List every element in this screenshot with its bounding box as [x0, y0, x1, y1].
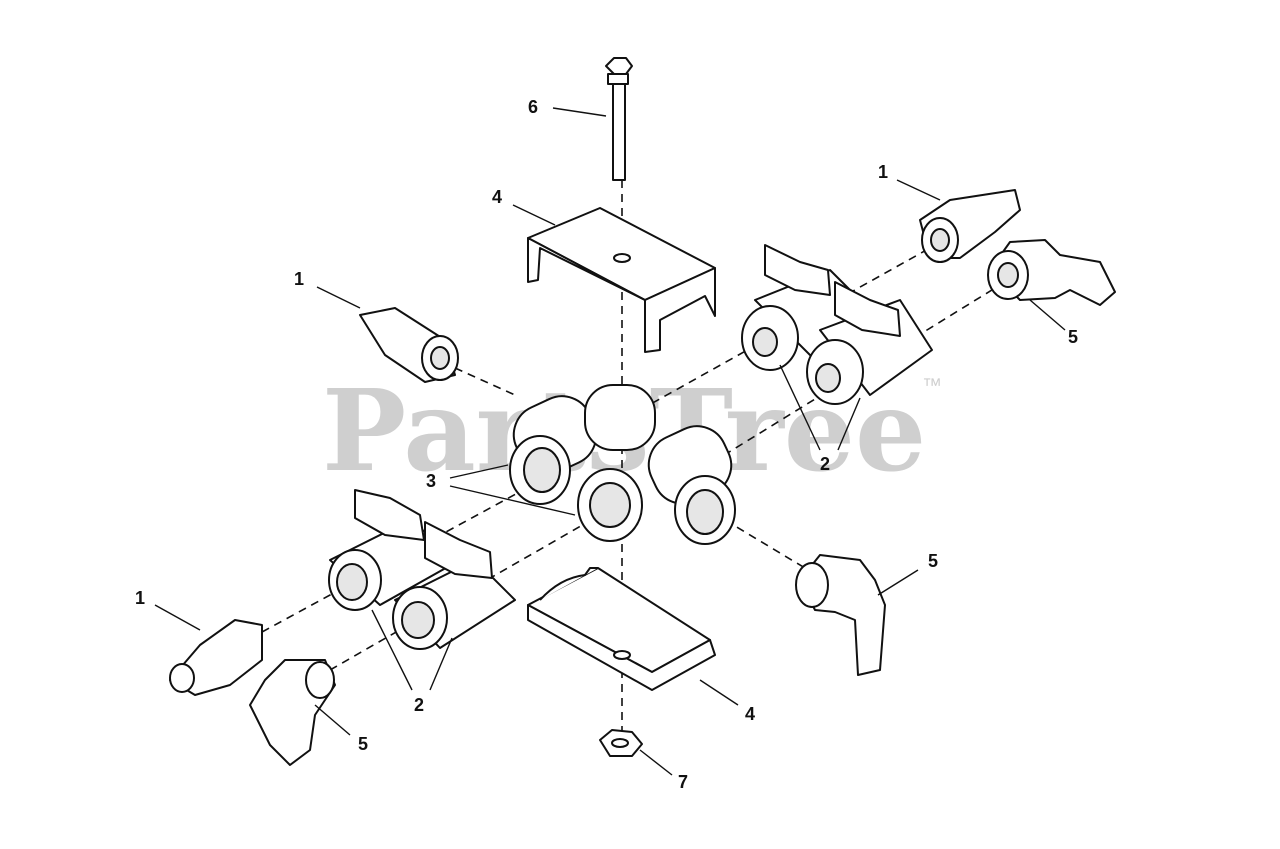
callout-6-bolt: 6 [528, 97, 538, 117]
hose-barb-upper-left [359, 307, 459, 383]
elbow-barb-lower-left [249, 659, 336, 766]
hex-bolt [605, 57, 633, 181]
callout-2-right: 2 [820, 454, 830, 474]
elbow-barb-right-lower [795, 554, 886, 676]
callout-5-right-lower: 5 [928, 551, 938, 571]
callout-1-lower-left: 1 [135, 588, 145, 608]
watermark-trademark: ™ [922, 375, 942, 397]
elbow-barb-right-upper [987, 239, 1116, 306]
callout-3-cross: 3 [426, 471, 436, 491]
callout-4-bracket-upper: 4 [492, 187, 502, 207]
callout-2-left: 2 [414, 695, 424, 715]
hose-barb-lower-left [169, 619, 263, 696]
ball-valve-upper-right-b [806, 281, 933, 405]
elbow-axis-right [724, 519, 806, 569]
callout-numbers: 6 4 1 1 5 2 3 1 5 2 5 4 7 [135, 97, 1078, 792]
clamp-bracket-lower [527, 567, 716, 691]
callout-5-right-upper: 5 [1068, 327, 1078, 347]
callout-1-upper-right: 1 [878, 162, 888, 182]
hex-nut [599, 729, 643, 757]
fitting-axis-left-upper [454, 367, 516, 396]
callout-4-bracket-lower: 4 [745, 704, 755, 724]
ball-valve-lower-left-b [392, 521, 516, 650]
callout-1-upper-left: 1 [294, 269, 304, 289]
leader-lines [154, 107, 1066, 776]
callout-5-lower-left: 5 [358, 734, 368, 754]
clamp-bracket-upper [527, 207, 716, 353]
valve-axis-lower [699, 284, 1001, 471]
callout-7-nut: 7 [678, 772, 688, 792]
hose-barb-upper-right [919, 189, 1021, 263]
cross-fitting [509, 384, 736, 545]
